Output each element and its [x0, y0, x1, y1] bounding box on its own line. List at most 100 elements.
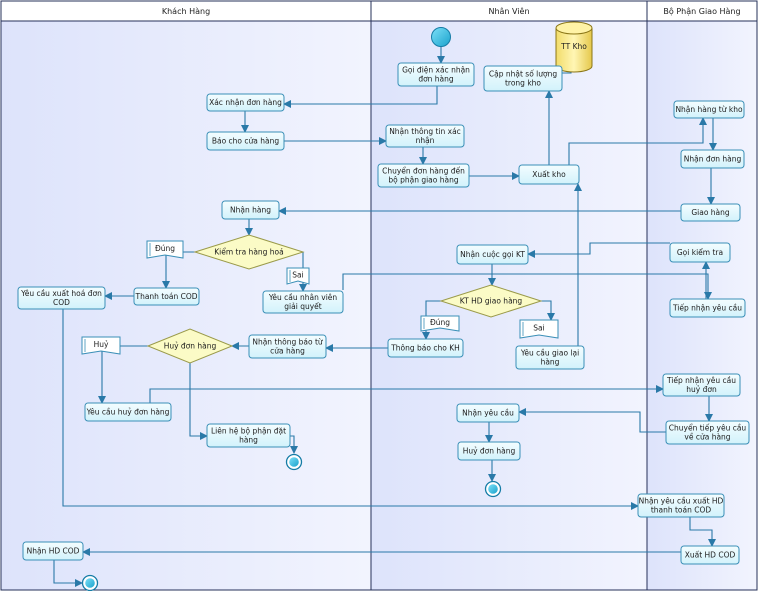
activity-box — [84, 402, 172, 422]
flag-sai2: Sai — [519, 319, 559, 339]
flag-dung2: Đúng — [420, 315, 460, 332]
lane-title: Bộ Phận Giao Hàng — [663, 6, 740, 17]
activity-label: Gọi điện xác nhận — [402, 66, 470, 75]
flag-sai1: Sai — [286, 267, 310, 285]
activity-label: Liên hệ bộ phận đặt — [211, 427, 286, 436]
activity-xuat-kho: Xuất kho — [518, 164, 580, 185]
activity-label: Cập nhật số lượng — [489, 70, 557, 79]
lane-body — [646, 0, 758, 591]
activity-nhan-hang: Nhận hàng — [221, 200, 280, 220]
activity-label: giải quyết — [284, 302, 321, 311]
activity-box — [17, 286, 106, 310]
activity-label: Nhận yêu cầu — [462, 409, 514, 418]
activity-label: Gọi kiểm tra — [677, 248, 723, 257]
activity-label: Nhận thông báo từ — [252, 338, 324, 347]
activity-box — [456, 403, 520, 423]
final-dot — [488, 484, 498, 494]
activity-label: Yêu cầu huỷ đơn hàng — [86, 408, 170, 417]
activity-box — [637, 493, 725, 518]
flag-label: Sai — [533, 324, 544, 333]
activity-label: Nhận thông tin xác — [389, 127, 461, 136]
activity-tiep-nhan-yc: Tiếp nhận yêu cầu — [669, 298, 746, 318]
activity-yc-huy: Yêu cầu huỷ đơn hàng — [84, 402, 172, 422]
decision-label: KT HD giao hàng — [460, 297, 523, 306]
activity-box — [377, 163, 470, 188]
activity-box — [221, 200, 280, 220]
activity-box — [397, 62, 475, 87]
flow-nhan-yc-xuat-to-xuat-hd — [689, 517, 716, 547]
flow-nhan-hd-to-end — [53, 560, 83, 587]
activity-thong-bao-kh: Thông báo cho KH — [387, 338, 464, 358]
activity-label: Yêu cầu giao lại — [520, 349, 579, 358]
activity-box — [206, 131, 285, 151]
datastore-label: TT Kho — [560, 42, 587, 51]
activity-box — [518, 164, 580, 185]
activity-box — [669, 298, 746, 318]
activity-xuat-hd: Xuất HD COD — [680, 545, 740, 565]
activity-label: Thanh toán COD — [135, 292, 198, 301]
activity-box — [515, 345, 585, 370]
activity-label: cửa hàng — [270, 347, 305, 356]
activity-label: Tiếp nhận yêu cầu — [666, 376, 736, 385]
activity-box — [387, 338, 464, 358]
activity-box — [248, 334, 327, 359]
lane-3: Bộ Phận Giao Hàng — [646, 0, 758, 591]
activity-nhan-don: Nhận đơn hàng — [680, 149, 745, 169]
activity-label: Nhận hàng — [230, 206, 271, 215]
flag-shape — [81, 336, 121, 355]
activity-box — [456, 244, 529, 265]
activity-bao-cho: Báo cho cửa hàng — [206, 131, 285, 151]
activity-huy-don: Huỷ đơn hàng — [457, 441, 521, 461]
decision-huy: Huỷ đơn hàng — [146, 328, 234, 364]
activity-label: Xác nhận đơn hàng — [209, 98, 282, 107]
flow-huy-to-lien-he — [189, 363, 208, 440]
activity-label: Chuyển tiếp yêu cầu — [669, 424, 747, 433]
flow-yeu-cau-xuat-to-nhan-yc-xuat — [62, 309, 639, 510]
activity-label: Yêu cầu xuất hoá đơn — [20, 289, 102, 298]
flag-label: Đúng — [155, 244, 175, 253]
activity-box — [457, 441, 521, 461]
activity-nhan-cuoc: Nhận cuộc gọi KT — [456, 244, 529, 265]
activity-label: hàng — [541, 358, 560, 367]
activity-box — [680, 203, 741, 222]
activity-box — [385, 124, 465, 148]
flag-shape — [420, 315, 460, 332]
flag-label: Sai — [292, 271, 303, 280]
final-dot — [289, 457, 299, 467]
activity-label: Nhận cuộc gọi KT — [460, 250, 525, 259]
decision-kiem-tra: Kiểm tra hàng hoá — [193, 234, 305, 270]
activity-box — [665, 420, 750, 445]
activity-label: về cửa hàng — [684, 433, 730, 442]
activity-xac-nhan: Xác nhận đơn hàng — [206, 93, 285, 112]
final-node-3 — [81, 574, 99, 592]
activity-label: Chuyển đơn hàng đến — [382, 167, 465, 176]
activity-label: Nhận HD COD — [27, 547, 80, 556]
activity-box — [662, 373, 741, 397]
flow-chuyen-tiep-to-nhan-yc — [518, 408, 666, 433]
flow-lien-he-to-end — [290, 435, 298, 454]
final-node-2 — [484, 480, 502, 498]
lane-title: Khách Hàng — [162, 7, 210, 16]
activity-label: thanh toán COD — [651, 506, 712, 515]
decision-label: Huỷ đơn hàng — [164, 342, 217, 351]
decision-kt-hd: KT HD giao hàng — [439, 284, 543, 318]
flag-shape — [286, 267, 310, 285]
activity-giao-hang: Giao hàng — [680, 203, 741, 222]
activity-label: COD — [53, 298, 70, 307]
activity-box — [262, 290, 344, 314]
flag-label: Đúng — [430, 318, 450, 327]
final-node-1 — [285, 453, 303, 471]
flow-kt-hd-to-yc-giao-lai — [541, 300, 555, 321]
decision-label: Kiểm tra hàng hoá — [214, 248, 284, 257]
activity-label: Tiếp nhận yêu cầu — [672, 304, 742, 313]
